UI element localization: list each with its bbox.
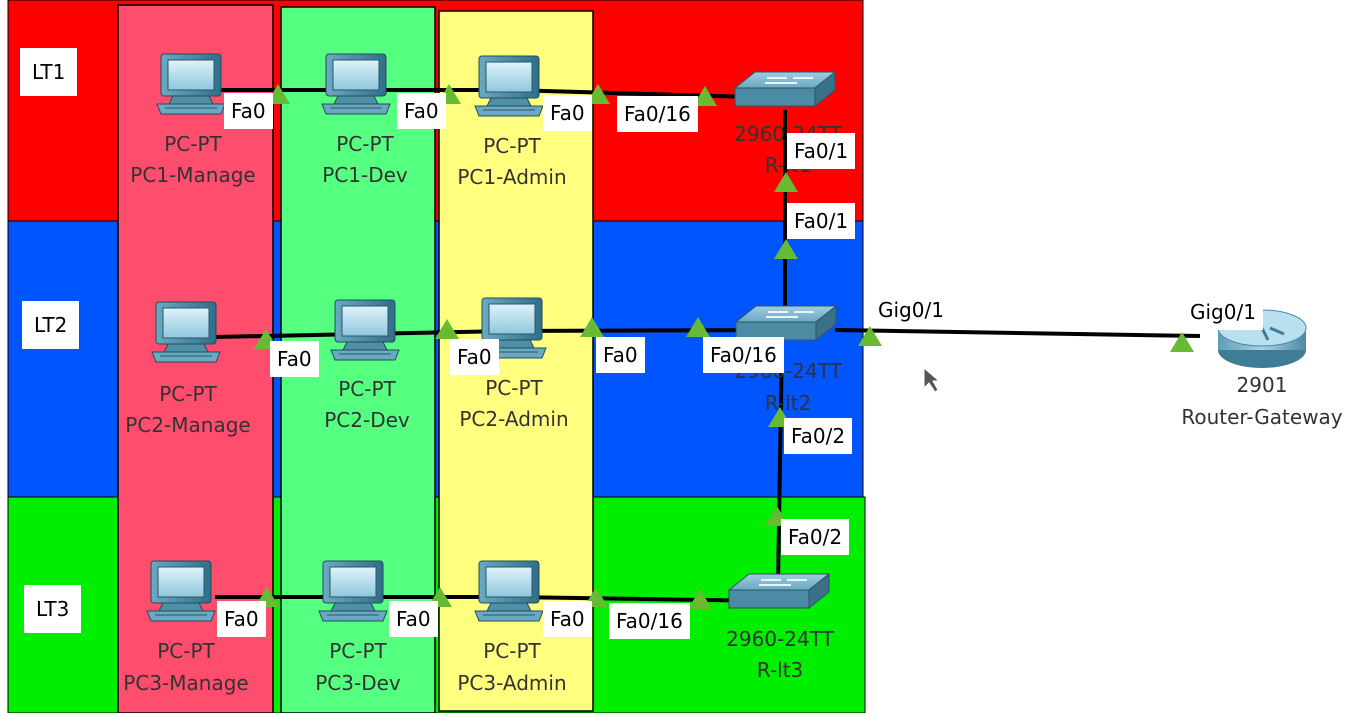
pc-name-label: PC2-Manage [125, 413, 251, 437]
switch-icon[interactable] [728, 573, 830, 609]
switch-name-label: R-lt3 [756, 658, 804, 682]
switch-name-label: R-lt2 [764, 391, 812, 415]
port-label: Fa0 [217, 601, 266, 637]
pc-icon[interactable] [474, 560, 544, 622]
switch-icon[interactable] [735, 305, 837, 341]
switch-icon[interactable] [734, 71, 836, 107]
port-label: Fa0 [270, 341, 319, 377]
row-label-lt3: LT3 [24, 585, 82, 633]
port-label: Fa0/1 [787, 133, 856, 169]
port-label: Fa0/16 [703, 337, 784, 373]
port-label: Fa0/1 [787, 203, 856, 239]
pc-model-label: PC-PT [336, 132, 394, 156]
pc-model-label: PC-PT [338, 377, 396, 401]
port-label: Fa0 [389, 601, 438, 637]
pc-model-label: PC-PT [483, 134, 541, 158]
pc-icon[interactable] [321, 53, 391, 115]
port-label: Fa0/2 [784, 418, 853, 454]
pc-model-label: PC-PT [329, 639, 387, 663]
mouse-cursor-icon [923, 366, 941, 393]
port-label: Fa0 [543, 95, 592, 131]
pc-name-label: PC1-Manage [130, 163, 256, 187]
pc-name-label: PC2-Admin [459, 407, 569, 431]
pc-model-label: PC-PT [164, 132, 222, 156]
link-row3[interactable] [215, 595, 776, 603]
switch-model-label: 2960-24TT [726, 627, 834, 651]
pc-icon[interactable] [474, 55, 544, 117]
link-row2[interactable] [214, 328, 786, 339]
pc-name-label: PC1-Admin [457, 165, 567, 189]
pc-icon[interactable] [151, 301, 221, 363]
port-label: Gig0/1 [871, 292, 951, 328]
pc-model-label: PC-PT [485, 376, 543, 400]
router-name-label: Router-Gateway [1181, 405, 1343, 429]
pc-name-label: PC3-Admin [457, 671, 567, 695]
port-label: Fa0 [224, 93, 273, 129]
pc-model-label: PC-PT [159, 382, 217, 406]
pc-icon[interactable] [156, 53, 226, 115]
row-label-lt1: LT1 [20, 48, 78, 96]
pc-name-label: PC3-Dev [315, 671, 401, 695]
port-label: Fa0 [397, 93, 446, 129]
port-label: Fa0 [543, 601, 592, 637]
pc-model-label: PC-PT [483, 639, 541, 663]
port-label: Fa0/2 [781, 519, 850, 555]
port-label: Gig0/1 [1183, 294, 1263, 330]
port-label: Fa0/16 [609, 603, 690, 639]
pc-name-label: PC3-Manage [123, 671, 249, 695]
pc-icon[interactable] [318, 560, 388, 622]
link-sw2-router[interactable] [834, 328, 1201, 338]
pc-name-label: PC1-Dev [322, 163, 408, 187]
row-label-lt2: LT2 [22, 301, 80, 349]
router-model-label: 2901 [1236, 373, 1288, 397]
link-sw2-sw3[interactable] [776, 339, 784, 586]
pc-icon[interactable] [146, 560, 216, 622]
pc-name-label: PC2-Dev [324, 408, 410, 432]
port-label: Fa0 [450, 339, 499, 375]
port-label: Fa0/16 [617, 96, 698, 132]
port-label: Fa0 [596, 337, 645, 373]
pc-model-label: PC-PT [157, 639, 215, 663]
pc-icon[interactable] [330, 299, 400, 361]
